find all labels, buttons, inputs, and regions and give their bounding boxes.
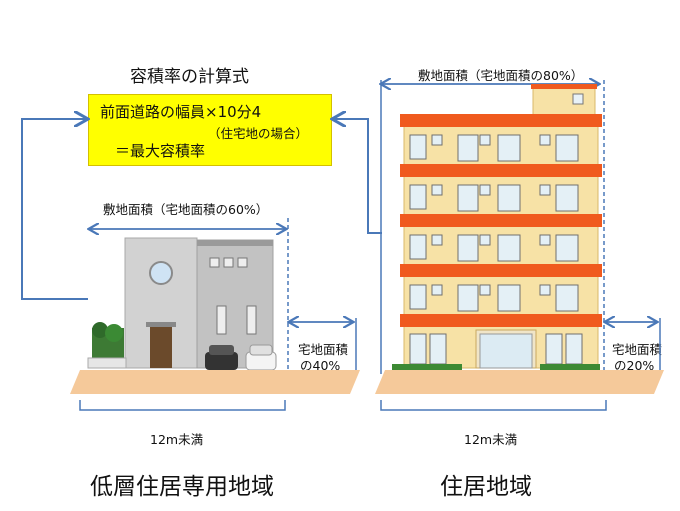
apartment-window	[479, 284, 491, 296]
apartment-window	[539, 284, 551, 296]
left-side-label-1: 宅地面積	[298, 342, 349, 357]
apartment-window	[431, 284, 443, 296]
apartment-window	[457, 284, 479, 312]
apartment-window	[457, 234, 479, 262]
formula-title: 容積率の計算式	[130, 67, 249, 87]
left-site-area-label: 敷地面積（宅地面積の60%）	[103, 202, 269, 217]
apartment-window	[539, 184, 551, 196]
apartment-floor-band	[400, 164, 602, 177]
apartment-window	[409, 333, 427, 365]
left-zone-label: 低層住居専用地域	[90, 474, 274, 500]
left-road-bracket	[79, 400, 286, 411]
formula-line-3: ＝最大容積率	[115, 142, 206, 160]
right-side-label-2: の20%	[614, 358, 655, 373]
formula-box	[88, 94, 332, 166]
apartment-window	[479, 134, 491, 146]
apartment-floor-band	[400, 264, 602, 277]
apartment-window	[545, 333, 563, 365]
right-side-label-1: 宅地面積	[612, 342, 663, 357]
formula-line-2: （住宅地の場合）	[208, 126, 309, 141]
apartment-window	[409, 134, 427, 160]
apartment-window	[565, 333, 583, 365]
apartment-window	[431, 134, 443, 146]
apartment-floor-band	[400, 114, 602, 127]
right-road-label: 12m未満	[464, 432, 518, 447]
apartment-window	[457, 134, 479, 162]
right-road-bracket	[380, 400, 607, 411]
apartment-window	[497, 284, 521, 312]
apartment-window	[457, 184, 479, 212]
apartment-window	[555, 134, 579, 162]
left-side-label-2: の40%	[300, 358, 341, 373]
house-illustration	[87, 237, 277, 371]
left-feedback-arrow	[21, 119, 88, 300]
left-ground	[70, 370, 360, 394]
apartment-window	[479, 184, 491, 196]
apartment-window	[431, 184, 443, 196]
left-road-label: 12m未満	[150, 432, 204, 447]
apartment-window	[555, 234, 579, 262]
apartment-window	[429, 333, 447, 365]
apartment-window	[555, 284, 579, 312]
apartment-window	[539, 234, 551, 246]
apartment-window	[409, 234, 427, 260]
apartment-window	[409, 284, 427, 310]
apartment-window	[555, 184, 579, 212]
right-feedback-arrow	[334, 119, 382, 234]
right-zone-label: 住居地域	[440, 474, 532, 500]
right-site-area-label: 敷地面積（宅地面積の80%）	[418, 68, 584, 83]
apartment-floor-band	[400, 314, 602, 327]
apartment-floor-band	[400, 214, 602, 227]
apartment-window	[539, 134, 551, 146]
apartment-window	[431, 234, 443, 246]
right-ground	[375, 370, 664, 394]
apartment-window	[497, 134, 521, 162]
apartment-window	[497, 184, 521, 212]
apartment-illustration	[392, 84, 602, 370]
apartment-window	[479, 234, 491, 246]
apartment-window	[409, 184, 427, 210]
apartment-window	[497, 234, 521, 262]
formula-line-1: 前面道路の幅員×10分4	[100, 103, 262, 121]
